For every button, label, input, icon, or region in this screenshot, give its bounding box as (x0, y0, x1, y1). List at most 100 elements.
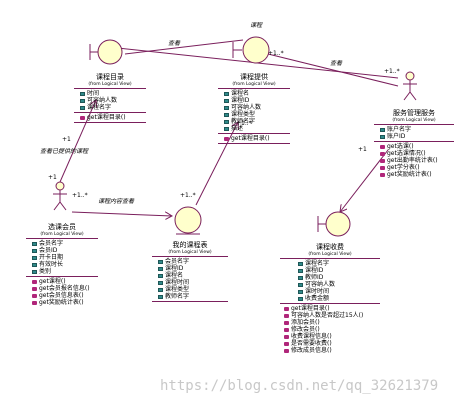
attribute-icon (224, 98, 229, 103)
attribute: 会员名字 (32, 240, 98, 247)
attribute: 教师ID (298, 274, 380, 281)
assoc-label-catalog-offering: 查看 (168, 40, 181, 47)
operation-icon (32, 279, 37, 284)
operation-list: get课程目录() (218, 134, 290, 143)
operation: get课程目录() (284, 305, 380, 312)
operation-icon (32, 286, 37, 291)
attribute: 课时时间 (298, 288, 380, 295)
assoc-student-catalog (59, 100, 96, 183)
attribute-icon (224, 126, 229, 131)
entity-glyph-catalog (89, 39, 123, 65)
operation: get会员信息表() (32, 292, 98, 299)
operation-icon (32, 293, 37, 298)
attribute: 可容纳人数 (298, 281, 380, 288)
operation: 可容纳人数是否超过15人() (284, 312, 380, 319)
class-package: (from Logical View) (308, 252, 352, 257)
attribute-list: 会员名字 会员ID 开卡日期 有效时长 类别 (26, 239, 98, 276)
attribute: 描述 (224, 125, 290, 132)
attribute-icon (224, 91, 229, 96)
attribute: 收费金额 (298, 295, 380, 302)
operation-icon (380, 158, 385, 163)
attribute: 账户ID (380, 133, 454, 140)
attribute: 课程名字 (298, 260, 380, 267)
class-name: 课程提供 (240, 73, 268, 81)
class-package: (from Logical View) (232, 82, 276, 87)
attribute-icon (32, 262, 37, 267)
attribute: 账户名字 (380, 126, 454, 133)
attribute-icon (380, 127, 385, 132)
class-name: 我的课程表 (172, 241, 208, 249)
class-student: 选课会员 (from Logical View) 会员名字 会员ID 开卡日期 … (26, 222, 98, 307)
operation-icon (32, 300, 37, 305)
operation-icon (284, 313, 289, 318)
operation-icon (284, 334, 289, 339)
assoc-student-mycourses (71, 211, 172, 216)
attribute-icon (80, 91, 85, 96)
attribute-icon (298, 282, 303, 287)
operation: 收费课程信息() (284, 333, 380, 340)
assoc-mycourses-offering (195, 122, 238, 206)
mult-student-top: +1 (48, 174, 57, 181)
attribute-icon (224, 119, 229, 124)
attribute-icon (298, 296, 303, 301)
attribute-icon (32, 269, 37, 274)
class-package: (from Logical View) (88, 82, 132, 87)
operation-icon (284, 327, 289, 332)
attribute: 课程ID (298, 267, 380, 274)
attribute: 会员ID (32, 247, 98, 254)
operation-icon (284, 306, 289, 311)
operation: get奖励统计表() (32, 299, 98, 306)
operation: get选课情况() (380, 150, 454, 157)
class-package: (from Logical View) (392, 118, 436, 123)
attribute-icon (158, 266, 163, 271)
assoc-label-catalog-desk: 课程 (250, 22, 263, 29)
assoc-label-student-catalog: 查看已提供的课程 (40, 148, 89, 155)
operation-icon (284, 341, 289, 346)
assoc-catalog-offering (124, 39, 244, 55)
attribute-list: 时间 可容纳人数 课程名字 (74, 89, 146, 112)
operation: 修改成员信息() (284, 347, 380, 354)
attribute-icon (298, 261, 303, 266)
class-course-offering: 课程提供 (from Logical View) 课程名 课程ID 可容纳人数 … (218, 72, 290, 144)
class-package: (from Logical View) (168, 250, 212, 255)
operation-icon (380, 144, 385, 149)
class-name: 课程目录 (96, 73, 124, 81)
operation-icon (380, 172, 385, 177)
class-course-fee: 课程收费 (from Logical View) 课程名字 课程ID 教师ID … (280, 242, 380, 355)
attribute-icon (298, 268, 303, 273)
operation: get奖励统计表() (380, 171, 454, 178)
attribute-list: 课程名字 课程ID 教师ID 可容纳人数 课时时间 收费金额 (280, 259, 380, 303)
attribute: 课程时间 (158, 279, 228, 286)
attribute-icon (32, 241, 37, 246)
attribute: 课程ID (158, 265, 228, 272)
entity-glyph-my-courses (174, 206, 202, 235)
operation: get会员报名信息() (32, 285, 98, 292)
entity-glyph-fee (317, 211, 351, 237)
class-course-catalog: 课程目录 (from Logical View) 时间 可容纳人数 课程名字 g… (74, 72, 146, 123)
operation: get课程() (32, 278, 98, 285)
operation: 添加会员() (284, 319, 380, 326)
operation-list: get课程目录() 可容纳人数是否超过15人() 添加会员() 修改会员() 收… (280, 304, 380, 355)
attribute-icon (298, 289, 303, 294)
operation-list: get课程() get会员报名信息() get会员信息表() get奖励统计表(… (26, 277, 98, 307)
operation-icon (380, 151, 385, 156)
class-name: 服务管理服务 (393, 109, 435, 117)
attribute: 课程名 (158, 272, 228, 279)
mult-desk-top: +1..* (384, 68, 400, 75)
assoc-label-offering-desk: 查看 (330, 60, 343, 67)
attribute: 课程类型 (224, 111, 290, 118)
attribute-list: 会员名字 课程ID 课程名 课程时间 课程类型 教师名字 (152, 257, 228, 301)
attribute-list: 课程名 课程ID 可容纳人数 课程类型 教师名字 描述 (218, 89, 290, 133)
watermark: https://blog.csdn.net/qq_32621379 (160, 378, 439, 394)
operation: 修改会员() (284, 326, 380, 333)
entity-glyph-offering (232, 36, 270, 64)
mult-offering-bottom: +1..* (236, 120, 252, 127)
attribute: 课程ID (224, 97, 290, 104)
operation: get出勤率统计表() (380, 157, 454, 164)
mult-catalog-bottom: +1 (62, 136, 71, 143)
attribute: 课程名字 (80, 104, 146, 111)
mult-student-right: +1..* (72, 192, 88, 199)
attribute: 有效时长 (32, 261, 98, 268)
attribute-icon (32, 255, 37, 260)
